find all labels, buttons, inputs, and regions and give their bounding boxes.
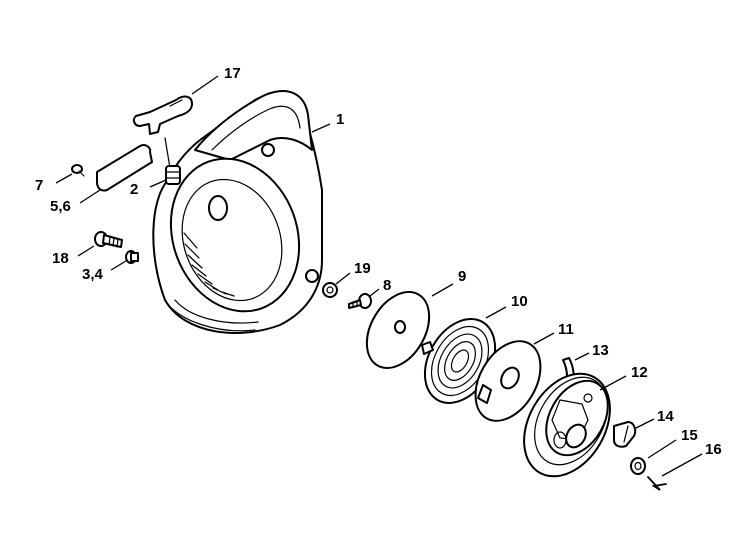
washer-part-11 [474, 340, 542, 422]
leader-lines [55, 75, 703, 477]
callout-labels: 1 2 7 5,6 17 18 3,4 19 8 9 10 11 13 12 1… [35, 65, 722, 458]
callout-7: 7 [35, 177, 43, 194]
callout-2: 2 [130, 181, 138, 198]
callout-8: 8 [383, 277, 391, 294]
bolt-part-18 [94, 231, 123, 248]
plate-part-5-6 [96, 144, 153, 192]
callout-5-6: 5,6 [50, 198, 71, 215]
callout-15: 15 [681, 427, 698, 444]
starter-grip-part-17 [132, 95, 193, 135]
nut-part-19 [322, 282, 338, 298]
callout-12: 12 [631, 364, 648, 381]
callout-10: 10 [511, 293, 528, 310]
callout-9: 9 [458, 268, 466, 285]
callout-11: 11 [558, 321, 574, 338]
callout-18: 18 [52, 250, 69, 267]
pawl-part-14 [613, 421, 637, 448]
screw-part-7 [71, 164, 85, 177]
callout-17: 17 [224, 65, 241, 82]
spring-clip-part-16 [647, 476, 667, 491]
fan-housing-part-1 [152, 90, 323, 334]
rope-rotor-part-12 [523, 372, 611, 478]
callout-19: 19 [354, 260, 371, 277]
rope-guide-part-2 [165, 165, 181, 185]
bushing-part-3-4 [125, 250, 139, 264]
screw-part-8 [348, 293, 372, 309]
callout-1: 1 [336, 111, 344, 128]
callout-14: 14 [657, 408, 674, 425]
washer-part-9 [365, 291, 431, 369]
callout-16: 16 [705, 441, 722, 458]
washer-part-15 [630, 457, 646, 475]
callout-13: 13 [592, 342, 609, 359]
callout-3-4: 3,4 [82, 266, 104, 283]
